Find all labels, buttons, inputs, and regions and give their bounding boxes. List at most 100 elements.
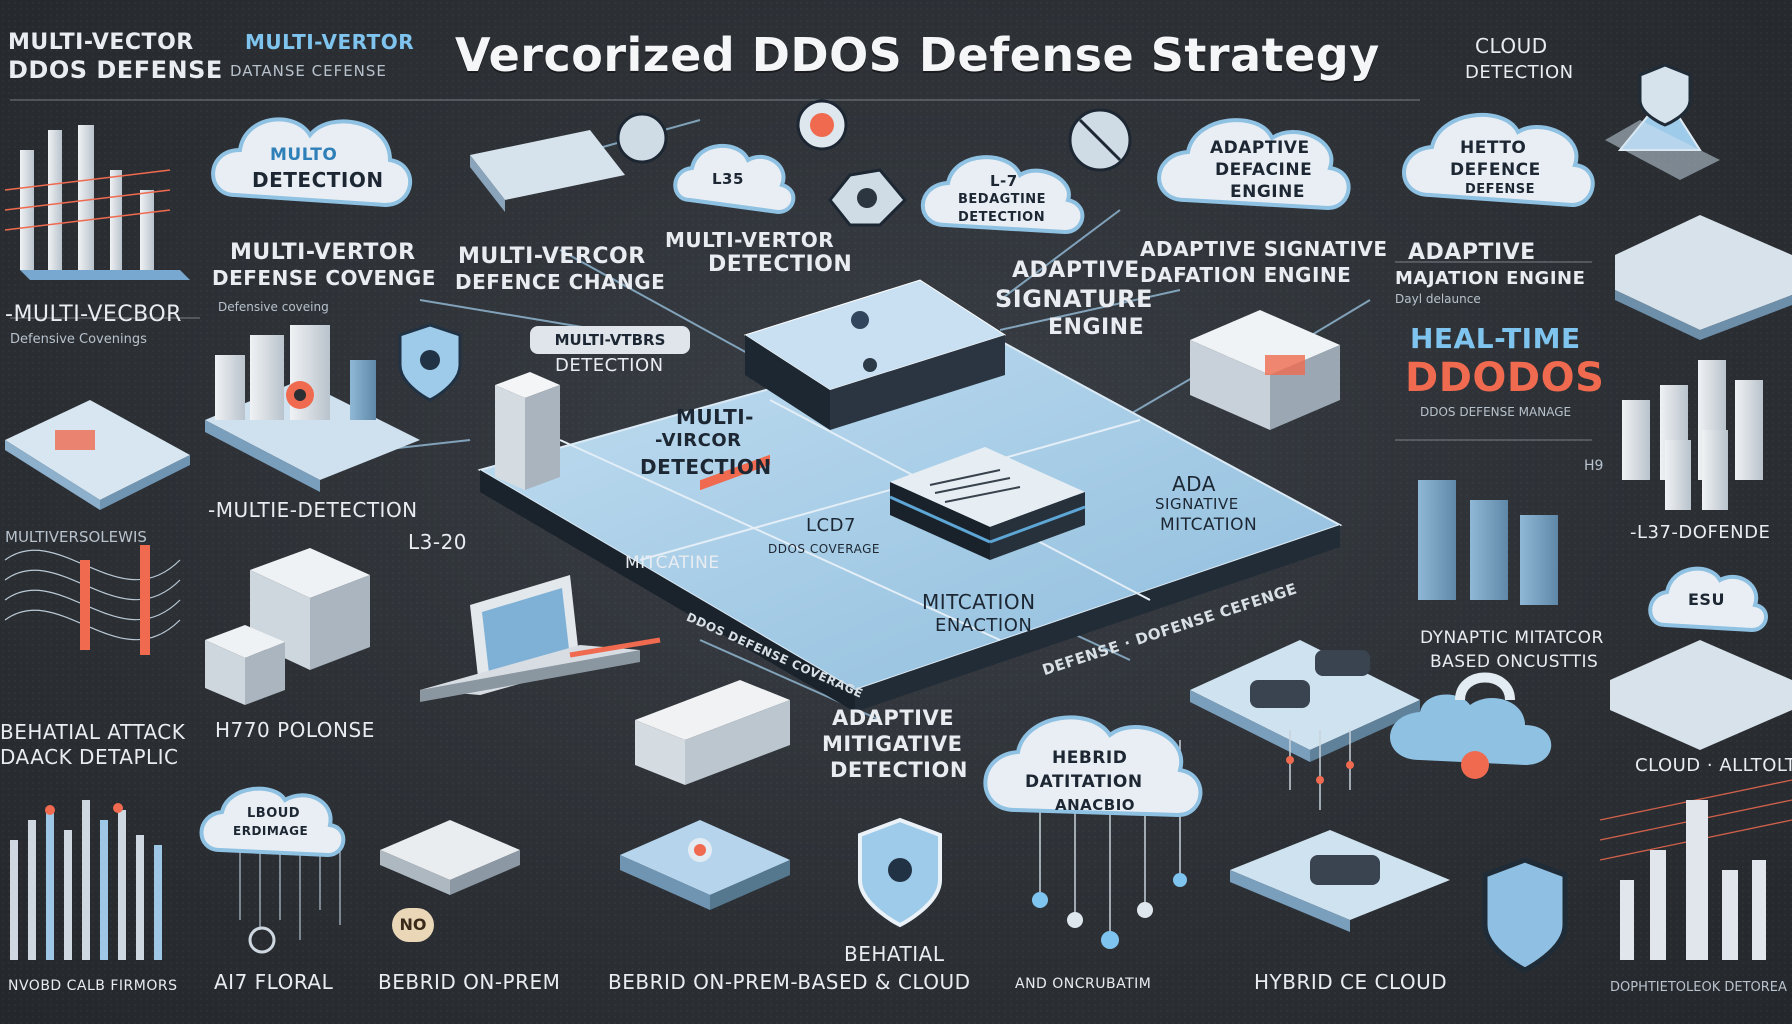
adaptive-dafation: ADAPTIVE SIGNATIVE DAFATION ENGINE	[1140, 237, 1388, 287]
cloud-l35-label: L35	[712, 170, 744, 188]
bottom-label-4: BEBRID ON-PREM-BASED & CLOUD	[608, 970, 971, 994]
l37-defende: -L37-DOFENDE	[1630, 522, 1771, 543]
parking-platform-right	[1190, 640, 1420, 762]
dynamic-line1: DYNAPTIC MITATCOR	[1420, 628, 1604, 648]
adaptive-signature-2: SIGNATURE	[995, 285, 1153, 313]
header-rules	[10, 99, 1592, 441]
multi-vecbor-label: -MULTI-VECBOR	[5, 302, 182, 327]
bottom-label-2: AI7 FLORAL	[214, 970, 334, 994]
cloud-bl-line1: LBOUD	[247, 806, 301, 821]
parking-platform-bottom	[1230, 830, 1450, 932]
cloud-l7-line2: BEDAGTINE	[958, 192, 1047, 207]
bottom-label-3: BEBRID ON-PREM	[378, 970, 561, 994]
laptop-illustration	[420, 575, 661, 702]
server-rack	[495, 372, 560, 490]
tr-cloud-line2: DETECTION	[1465, 62, 1574, 83]
train-illustration	[635, 454, 790, 785]
server-boxes-left	[205, 548, 370, 705]
platform-mitcatine: MITCATINE	[625, 553, 720, 573]
hebrid-cloud-2: DATITATION	[1025, 772, 1143, 792]
platform-ada-2: SIGNATIVE	[1155, 495, 1239, 513]
tl-heading-b2: DATANSE CEFENSE	[230, 62, 387, 80]
cloud-adaptive-line2: DEFACINE	[1215, 160, 1313, 180]
multi-btrs-badge: MULTI-VTBRS	[530, 326, 690, 354]
adaptive-majation-2: MAJATION ENGINE	[1395, 268, 1586, 289]
sub-label-b: Dayl delaunce	[1395, 292, 1481, 306]
bar-tubes-left	[10, 800, 162, 960]
l320-label: L3-20	[408, 530, 468, 554]
bottom-label-5: AND ONCRUBATIM	[1015, 976, 1152, 992]
bottom-label-4a: BEHATIAL	[844, 942, 945, 966]
real-time-sub: DDOS DEFENSE MANAGE	[1420, 405, 1572, 419]
shield-bottom-center	[858, 817, 942, 928]
real-time-line1: HEAL-TIME	[1410, 322, 1581, 355]
behatial-line2: DAACK DETAPLIC	[0, 745, 179, 769]
cloud-hetto-line3: DEFENSE	[1465, 182, 1536, 197]
platform-lcd7-sub: DDOS COVERAGE	[768, 542, 880, 556]
central-platform	[477, 279, 1343, 712]
multi-btrs-detection: DETECTION	[555, 355, 664, 376]
bottom-label-1: NVOBD CALB FIRMORS	[8, 978, 178, 994]
cloud-multio-line1: MULTO	[270, 145, 338, 165]
esu-label: ESU	[1688, 590, 1725, 609]
hebrid-cloud-1: HEBRID	[1052, 748, 1128, 768]
platform-mv-line2: -VIRCOR	[655, 430, 742, 451]
mv-defense-change-1: MULTI-VERCOR	[458, 244, 646, 269]
shield-left	[398, 323, 462, 402]
cloud-multio-line2: DETECTION	[252, 168, 384, 192]
top-icons	[470, 99, 1132, 227]
machine-right	[1190, 310, 1340, 430]
mv-detection-2: DETECTION	[708, 252, 853, 277]
hybrid-cloud-right	[1390, 672, 1552, 779]
sub-label-a: Defensive coveing	[218, 300, 329, 314]
city-block-left	[205, 325, 420, 492]
tl-heading-line1: MULTI-VECTOR	[8, 30, 194, 55]
platform-lcd7: LCD7	[806, 515, 856, 536]
adaptive-majation-1: ADAPTIVE	[1408, 240, 1536, 265]
cloud-hetto-line2: DEFENCE	[1450, 160, 1541, 180]
no-badge: NO	[392, 908, 434, 942]
mv-defense-coverage-1: MULTI-VERTOR	[230, 240, 416, 265]
platform-ada-3: MITCATION	[1160, 515, 1258, 535]
h19-label: H9	[1584, 458, 1604, 474]
page-title: Vercorized DDOS Defense Strategy	[455, 28, 1380, 82]
mv-defense-coverage-2: DEFENSE COVENGE	[212, 266, 436, 290]
documents-stack	[380, 820, 520, 895]
h770-label: H770 POLONSE	[215, 718, 375, 742]
adaptive-mitig-1: ADAPTIVE	[832, 706, 955, 730]
multi-vecbor-sub: Defensive Covenings	[10, 332, 147, 347]
server-towers-left	[4, 125, 190, 280]
tl-heading-line2: DDOS DEFENSE	[8, 56, 223, 84]
dynamic-line2: BASED ONCUSTTIS	[1430, 652, 1599, 672]
bottom-label-6: HYBRID CE CLOUD	[1254, 970, 1448, 994]
cloud-bl-line2: ERDIMAGE	[233, 824, 309, 838]
platform-mit-enact-1: MITCATION	[922, 590, 1036, 614]
tl-heading-b1: MULTI-VERTOR	[245, 30, 415, 54]
platform-mv-line3: DETECTION	[640, 455, 772, 479]
cloud-hetto-line1: HETTO	[1460, 138, 1527, 158]
iso-stage-bottom	[620, 820, 790, 910]
platform-mit-enact-2: ENACTION	[935, 615, 1033, 636]
adaptive-signature-3: ENGINE	[1048, 315, 1145, 340]
mv-detection-1: MULTI-VERTOR	[665, 228, 835, 252]
right-column-art	[1418, 63, 1792, 973]
adaptive-mitig-2: MITIGATIVE	[822, 732, 963, 756]
mv-defense-change-2: DEFENCE CHANGE	[455, 270, 666, 294]
tr-cloud-line1: CLOUD	[1475, 34, 1548, 58]
adaptive-signature-1: ADAPTIVE	[1012, 258, 1140, 283]
real-time-line2: DDODOS	[1405, 355, 1605, 401]
multi-detection-label: -MULTIE-DETECTION	[208, 498, 418, 522]
cloud-l7-line1: L-7	[990, 172, 1018, 190]
circuit-lines	[239, 850, 341, 954]
platform-mv-line1: MULTI-	[676, 405, 754, 429]
cloud-adaptive-line3: ENGINE	[1230, 182, 1305, 202]
iso-board-left	[5, 400, 190, 510]
bottom-label-7: DOPHTIETOLEOK DETOREA	[1610, 980, 1787, 995]
cloud-l7-line3: DETECTION	[958, 210, 1046, 225]
hebrid-cloud-3: ANACBIO	[1055, 796, 1136, 814]
behatial-line1: BEHATIAL ATTACK	[0, 720, 186, 744]
cloud-alltolt: CLOUD · ALLTOLT	[1635, 755, 1792, 776]
mv-lewis-label: MULTIVERSOLEWIS	[5, 528, 147, 546]
